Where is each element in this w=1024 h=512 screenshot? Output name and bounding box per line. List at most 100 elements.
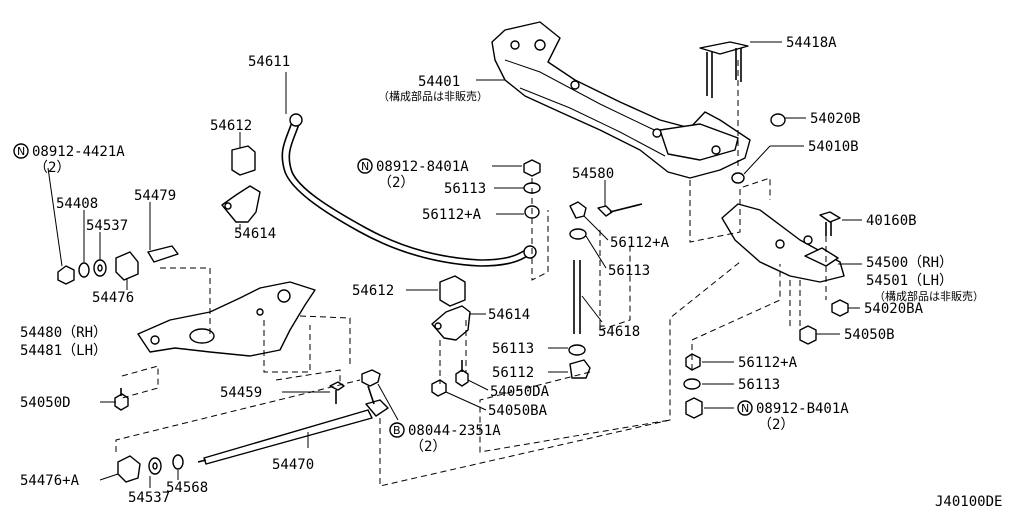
bushing-56112-low [569, 359, 591, 379]
bushing-56112A-mid [569, 201, 587, 219]
bolt-40160B [819, 211, 841, 236]
label-56112A-upper: 56112+A [422, 207, 482, 223]
studs-54418A [699, 41, 749, 98]
label-54050DA: 54050DA [490, 384, 550, 400]
label-54479: 54479 [134, 188, 176, 204]
label-56113-low: 56113 [492, 341, 534, 357]
dashed-connection-lines [115, 60, 827, 487]
label-08044-2351A: 08044-2351A [408, 423, 501, 439]
nut-54020BA [831, 299, 849, 317]
link-rod-54618 [573, 260, 581, 334]
washer-56113-right [683, 378, 701, 390]
label-54418A: 54418A [786, 35, 837, 51]
label-54618: 54618 [598, 324, 640, 340]
label-54501: 54501（LH） [866, 273, 953, 289]
bolt-54050D [114, 388, 129, 411]
label-56113-upper: 56113 [444, 181, 486, 197]
qty-2-b: （2） [378, 175, 414, 191]
labels: 54401 （構成部品は非販売） 54418A 54020B 54010B 40… [13, 35, 1002, 510]
label-56113-right: 56113 [738, 377, 780, 393]
stabilizer-bar-54611 [281, 113, 537, 267]
label-54470: 54470 [272, 457, 314, 473]
label-54537-lower: 54537 [128, 490, 170, 506]
label-54020BA: 54020BA [864, 301, 924, 317]
label-54476: 54476 [92, 290, 134, 306]
nut-54020B [770, 113, 786, 127]
label-54580: 54580 [572, 166, 614, 182]
washer-54568 [172, 454, 184, 470]
circle-N-2-letter: N [361, 160, 369, 173]
clamp-54614-upper [221, 185, 261, 223]
label-54476A: 54476+A [20, 473, 80, 489]
sleeve-54479 [147, 245, 179, 263]
label-54480: 54480（RH） [20, 325, 107, 341]
label-54481: 54481（LH） [20, 343, 107, 359]
circle-N-1-letter: N [17, 145, 25, 158]
nut-54050B [799, 325, 817, 345]
label-54020B: 54020B [810, 111, 861, 127]
label-54568: 54568 [166, 480, 208, 496]
circle-B [389, 422, 405, 438]
crossmember-54401 [491, 21, 751, 179]
label-54500: 54500（RH） [866, 255, 953, 271]
bushing-54612-upper [231, 145, 256, 176]
washer-54537-lower [148, 457, 162, 475]
nut-08912-B401A [685, 397, 703, 419]
label-54401: 54401 [418, 74, 460, 90]
qty-2-d: （2） [758, 417, 794, 433]
label-54614-lower: 54614 [488, 307, 530, 323]
label-08912-B401A: 08912-B401A [756, 401, 849, 417]
label-54459: 54459 [220, 385, 262, 401]
nut-54010B [731, 172, 745, 184]
diagram-code: J40100DE [935, 494, 1002, 510]
bolt-54580 [597, 203, 643, 217]
circle-B-letter: B [393, 424, 401, 437]
bolt-54459 [329, 381, 345, 404]
washer-56113-mid [569, 228, 587, 240]
bracket-54500 [721, 203, 845, 283]
clamp-54614-lower [431, 305, 471, 341]
label-54010B: 54010B [808, 139, 859, 155]
label-40160B: 40160B [866, 213, 917, 229]
note-not-sold-1: （構成部品は非販売） [378, 89, 488, 103]
label-08912-4421A: 08912-4421A [32, 144, 125, 160]
qty-2-a: （2） [34, 160, 70, 176]
label-54408: 54408 [56, 196, 98, 212]
label-54612-upper: 54612 [210, 118, 252, 134]
circle-N-2 [357, 158, 373, 174]
nut-56112A-right [685, 353, 701, 371]
label-54537-upper: 54537 [86, 218, 128, 234]
label-54614-upper: 54614 [234, 226, 276, 242]
label-56113-mid: 56113 [608, 263, 650, 279]
label-08912-8401A: 08912-8401A [376, 159, 469, 175]
circle-N-3-letter: N [741, 402, 749, 415]
tension-rod-54470 [197, 399, 389, 465]
nut-08912-8401A [523, 159, 541, 177]
label-56112-low: 56112 [492, 365, 534, 381]
label-54611: 54611 [248, 54, 290, 70]
label-54612-lower: 54612 [352, 283, 394, 299]
washer-56113-low [568, 344, 586, 356]
label-56112A-right: 56112+A [738, 355, 798, 371]
label-54050D: 54050D [20, 395, 71, 411]
label-54050BA: 54050BA [488, 403, 548, 419]
leader-lines [47, 41, 862, 488]
circle-N-1 [13, 143, 29, 159]
bushing-54476 [115, 251, 139, 281]
bolt-54050DA [455, 360, 469, 387]
washer-54537-upper [93, 259, 107, 277]
nut-08912-4421A [57, 265, 75, 285]
bolt-08044-2351A [361, 369, 381, 405]
qty-2-c: （2） [410, 439, 446, 455]
bushing-54476A [117, 455, 141, 483]
bushing-54612-lower [439, 275, 466, 307]
label-56112A-mid: 56112+A [610, 235, 670, 251]
note-not-sold-2: （構成部品は非販売） [874, 289, 984, 303]
lower-arm-54480 [137, 281, 316, 357]
label-54050B: 54050B [844, 327, 895, 343]
washer-54408 [78, 262, 90, 278]
nut-54050BA [431, 379, 447, 397]
circle-N-3 [737, 400, 753, 416]
